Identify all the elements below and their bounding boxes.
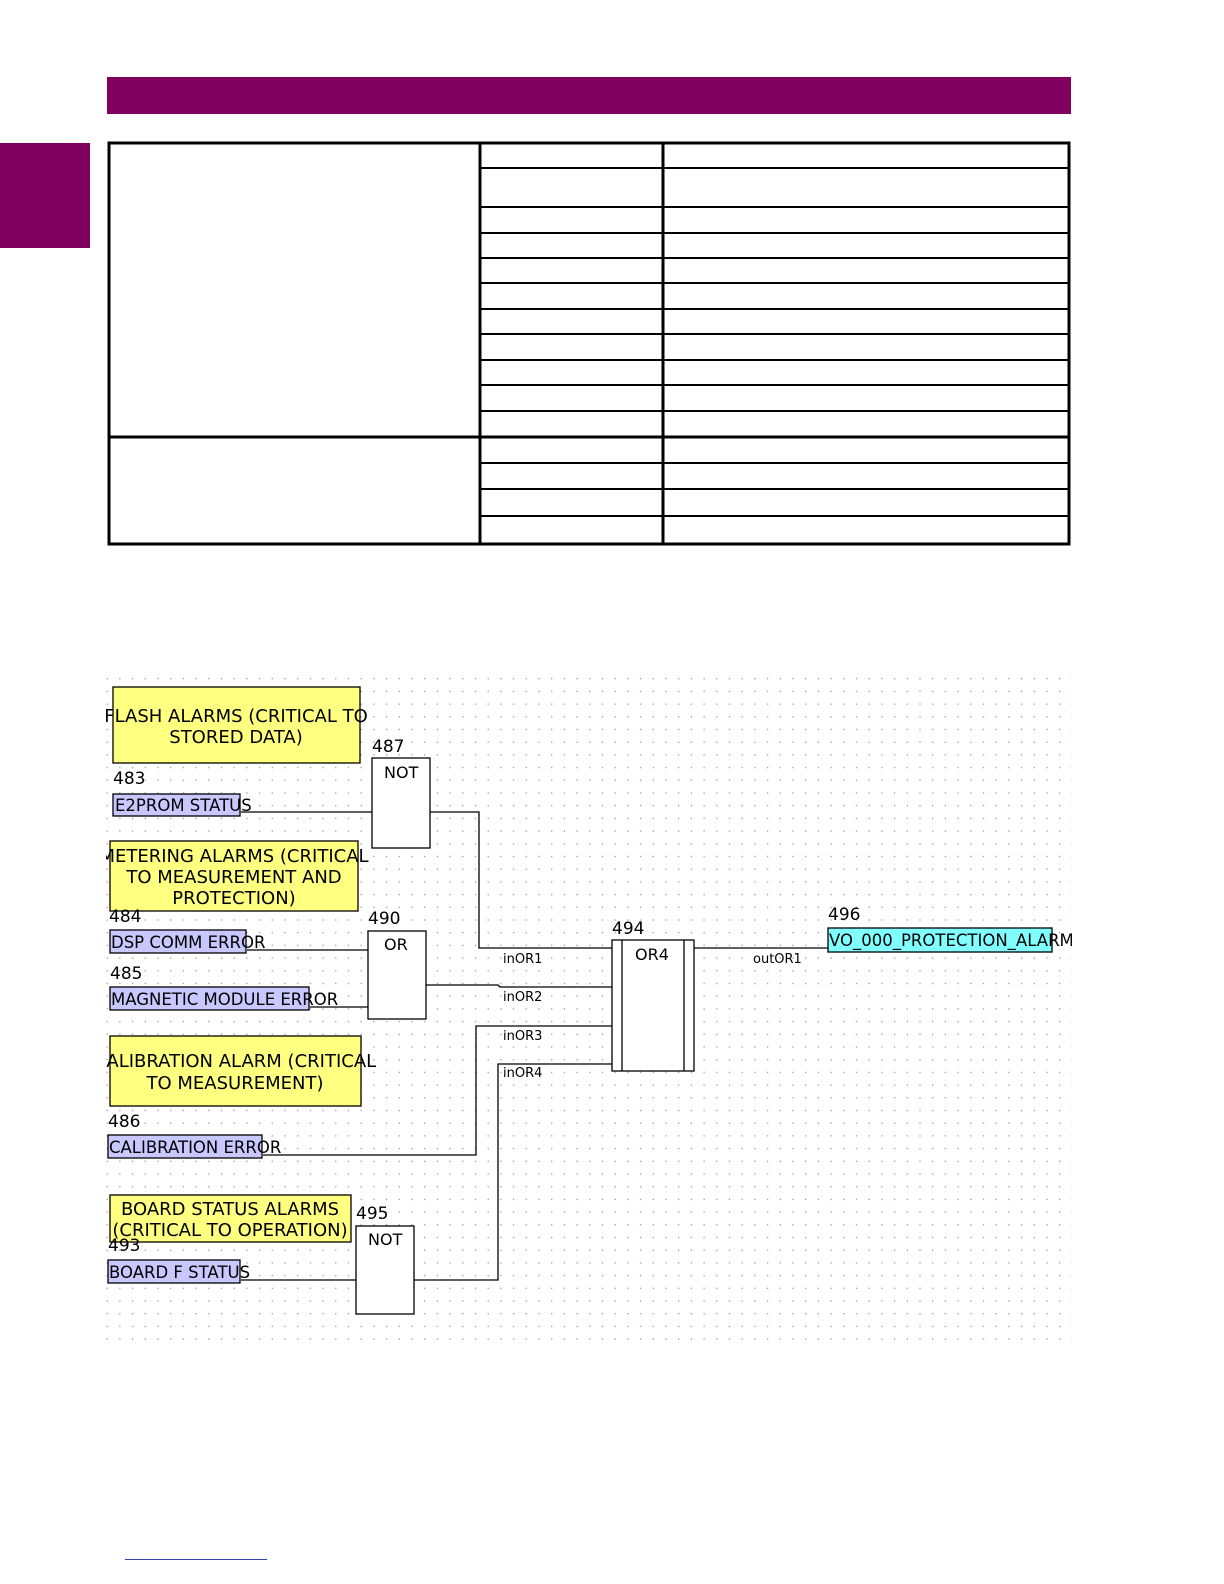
input-magnetic[interactable]: MAGNETIC MODULE ERROR — [109, 986, 338, 1011]
pin-inor3: inOR3 — [503, 1029, 542, 1044]
table-row-lines — [480, 167, 1069, 517]
gate-not-487-id: 487 — [372, 737, 404, 757]
comment-flash: FLASH ALARMS (CRITICAL TO STORED DATA) — [106, 686, 368, 764]
comment-calibration-line-2: TO MEASUREMENT) — [146, 1073, 324, 1094]
input-dsp-label: DSP COMM ERROR — [111, 933, 265, 952]
pin-inor1: inOR1 — [503, 952, 542, 967]
comment-board-line-1: BOARD STATUS ALARMS — [121, 1199, 339, 1220]
input-e2prom[interactable]: E2PROM STATUS — [112, 793, 252, 817]
gate-not-495[interactable]: 495 NOT — [355, 1204, 415, 1315]
gate-not-495-id: 495 — [356, 1204, 388, 1224]
input-board-id: 493 — [108, 1236, 140, 1256]
input-e2prom-label: E2PROM STATUS — [115, 796, 252, 815]
gate-not-487-label: NOT — [384, 763, 419, 782]
input-magnetic-label: MAGNETIC MODULE ERROR — [111, 990, 338, 1009]
input-board-label: BOARD F STATUS — [109, 1263, 250, 1282]
input-board[interactable]: BOARD F STATUS — [107, 1259, 250, 1284]
gate-or-490-label: OR — [384, 935, 408, 954]
output-protection-alarm-label: VO_000_PROTECTION_ALARM — [829, 931, 1072, 951]
section-header-bar — [107, 77, 1071, 114]
gate-or4-494-id: 494 — [612, 919, 644, 939]
input-e2prom-id: 483 — [113, 769, 145, 789]
settings-table — [107, 141, 1071, 546]
input-calibration[interactable]: CALIBRATION ERROR — [107, 1134, 281, 1159]
gate-or4-494[interactable]: 494 OR4 — [611, 919, 695, 1072]
pin-outor1: outOR1 — [753, 952, 802, 967]
pin-inor2: inOR2 — [503, 990, 542, 1005]
connection-wires — [241, 811, 828, 1281]
logic-diagram: FLASH ALARMS (CRITICAL TO STORED DATA) M… — [106, 672, 1072, 1344]
output-id: 496 — [828, 905, 860, 925]
comment-metering-line-1: METERING ALARMS (CRITICAL — [106, 846, 369, 867]
gate-not-487[interactable]: 487 NOT — [371, 737, 431, 849]
gate-or-490-id: 490 — [368, 909, 400, 929]
comment-flash-line-1: FLASH ALARMS (CRITICAL TO — [106, 706, 368, 727]
comment-calibration: CALIBRATION ALARM (CRITICAL TO MEASUREME… — [106, 1035, 376, 1107]
pin-inor4: inOR4 — [503, 1066, 542, 1081]
footer-link-underline — [125, 1559, 267, 1560]
input-calibration-label: CALIBRATION ERROR — [109, 1138, 281, 1157]
comment-board-line-2: (CRITICAL TO OPERATION) — [112, 1220, 347, 1241]
gate-or4-494-label: OR4 — [635, 945, 669, 964]
comment-calibration-line-1: CALIBRATION ALARM (CRITICAL — [106, 1051, 376, 1072]
comment-metering: METERING ALARMS (CRITICAL TO MEASUREMENT… — [106, 840, 369, 912]
chapter-side-tab — [0, 143, 90, 248]
input-dsp-id: 484 — [109, 907, 141, 927]
comment-board: BOARD STATUS ALARMS (CRITICAL TO OPERATI… — [109, 1194, 352, 1243]
input-dsp[interactable]: DSP COMM ERROR — [109, 929, 265, 954]
comment-flash-line-2: STORED DATA) — [169, 727, 302, 748]
comment-metering-line-3: PROTECTION) — [172, 888, 295, 909]
input-magnetic-id: 485 — [110, 964, 142, 984]
input-calibration-id: 486 — [108, 1112, 140, 1132]
output-protection-alarm[interactable]: VO_000_PROTECTION_ALARM — [827, 927, 1072, 953]
gate-not-495-label: NOT — [368, 1230, 403, 1249]
gate-or-490[interactable]: 490 OR — [367, 909, 427, 1020]
comment-metering-line-2: TO MEASUREMENT AND — [125, 867, 341, 888]
